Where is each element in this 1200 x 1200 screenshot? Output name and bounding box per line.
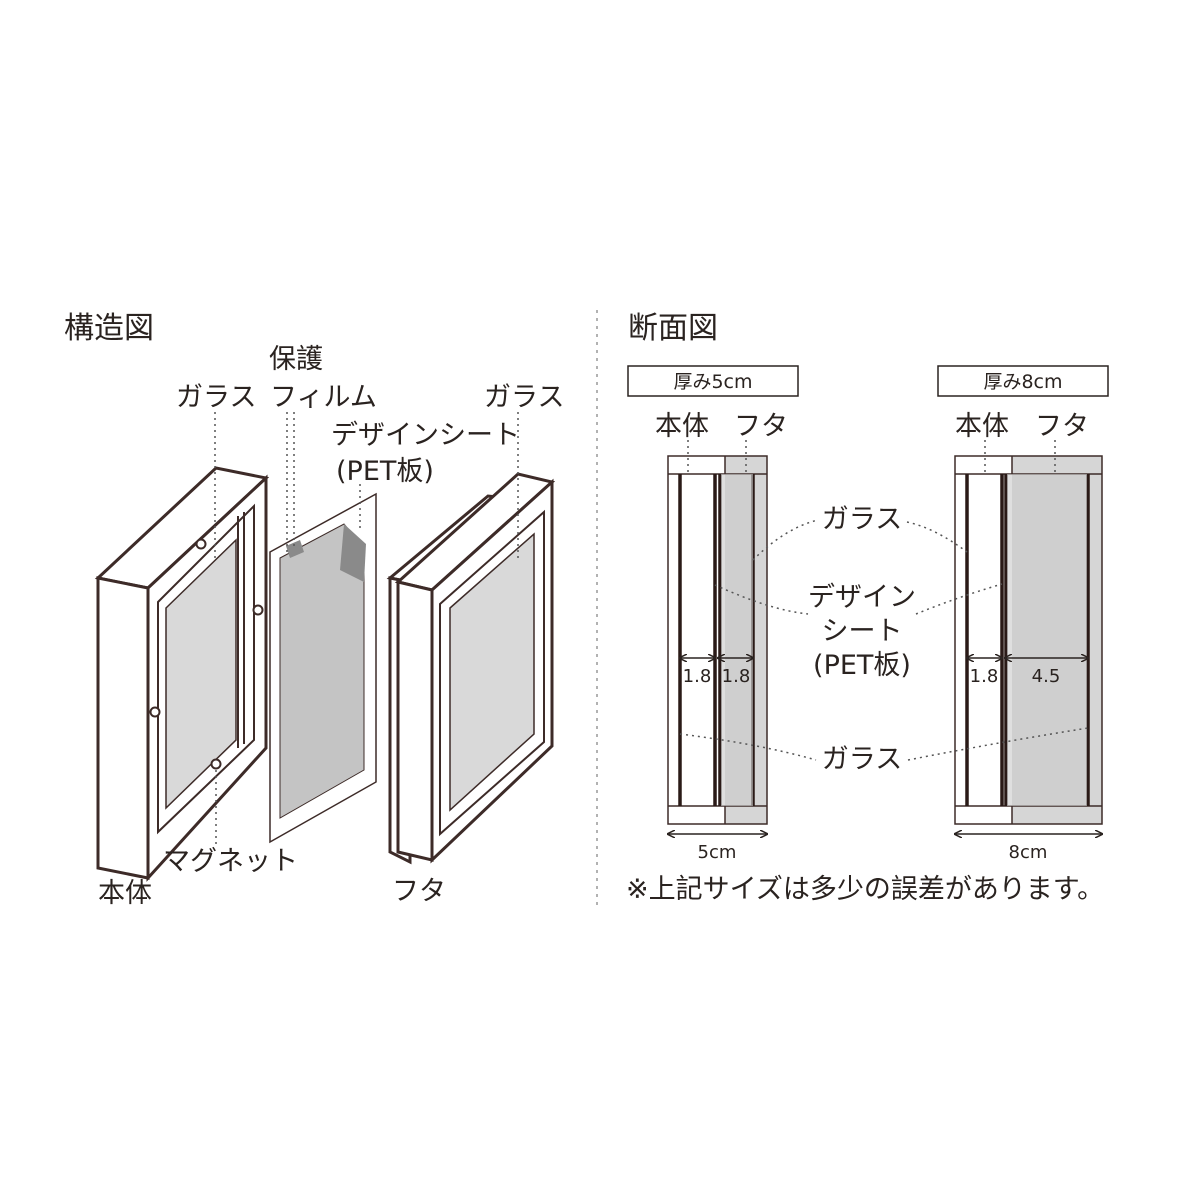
lid-glass (449, 532, 535, 812)
label-sheet-line2: (PET板) (336, 456, 434, 487)
size-disclaimer-note: ※上記サイズは多少の誤差があります。 (626, 874, 1104, 905)
label-glass-right: ガラス (484, 382, 564, 413)
label-magnet: マグネット (163, 846, 298, 877)
thickness-label-8cm: 厚み8cm (983, 371, 1062, 393)
protective-film (279, 523, 365, 819)
magnet-icon (195, 538, 207, 550)
callout-glass-top: ガラス (822, 504, 902, 535)
thickness-box-8cm (937, 365, 1109, 397)
cross-section-8cm: 厚み8cm 本体 フタ 1.8 4.5 8cm (937, 365, 1109, 863)
callout-sheet-line2: シート (822, 616, 903, 647)
design-sheet-illustration (269, 492, 377, 844)
section8-dim-lid: 4.5 (1032, 666, 1061, 687)
body-frame-illustration (94, 466, 270, 882)
structure-leader-lines (214, 412, 519, 848)
section8-lid-label: フタ (1035, 411, 1089, 442)
section5-dim-lid: 1.8 (722, 666, 751, 687)
cross-section-5cm: 厚み5cm 本体 フタ 1.8 1.8 5cm (627, 365, 799, 863)
section-callout-lines (679, 519, 1089, 761)
callout-glass-bottom: ガラス (822, 744, 902, 775)
section8-dim-body: 1.8 (970, 666, 999, 687)
label-lid: フタ (392, 876, 446, 907)
film-peel-corner (340, 524, 366, 582)
label-sheet-line1: デザインシート (331, 420, 520, 451)
structure-title: 構造図 (64, 311, 154, 346)
section-title: 断面図 (628, 311, 718, 346)
magnet-icon (149, 706, 161, 718)
thickness-box-5cm (627, 365, 799, 397)
callout-sheet-line1: デザイン (808, 582, 916, 613)
label-film-line2: フィルム (270, 382, 377, 413)
body-glass (165, 538, 237, 810)
section5-dim-body: 1.8 (683, 666, 712, 687)
section5-lid-label: フタ (734, 411, 788, 442)
magnet-icon (210, 758, 222, 770)
section8-width-label: 8cm (1009, 842, 1048, 863)
callout-sheet-line3: (PET板) (813, 650, 911, 681)
label-film-line1: 保護 (269, 344, 323, 375)
thickness-label-5cm: 厚み5cm (673, 371, 752, 393)
lid-frame-illustration (386, 472, 556, 865)
section5-width-label: 5cm (698, 842, 737, 863)
section8-body-label: 本体 (955, 411, 1009, 442)
section5-body-label: 本体 (655, 411, 709, 442)
label-body: 本体 (98, 878, 152, 909)
magnet-icon (252, 604, 264, 616)
label-glass-left: ガラス (176, 382, 256, 413)
